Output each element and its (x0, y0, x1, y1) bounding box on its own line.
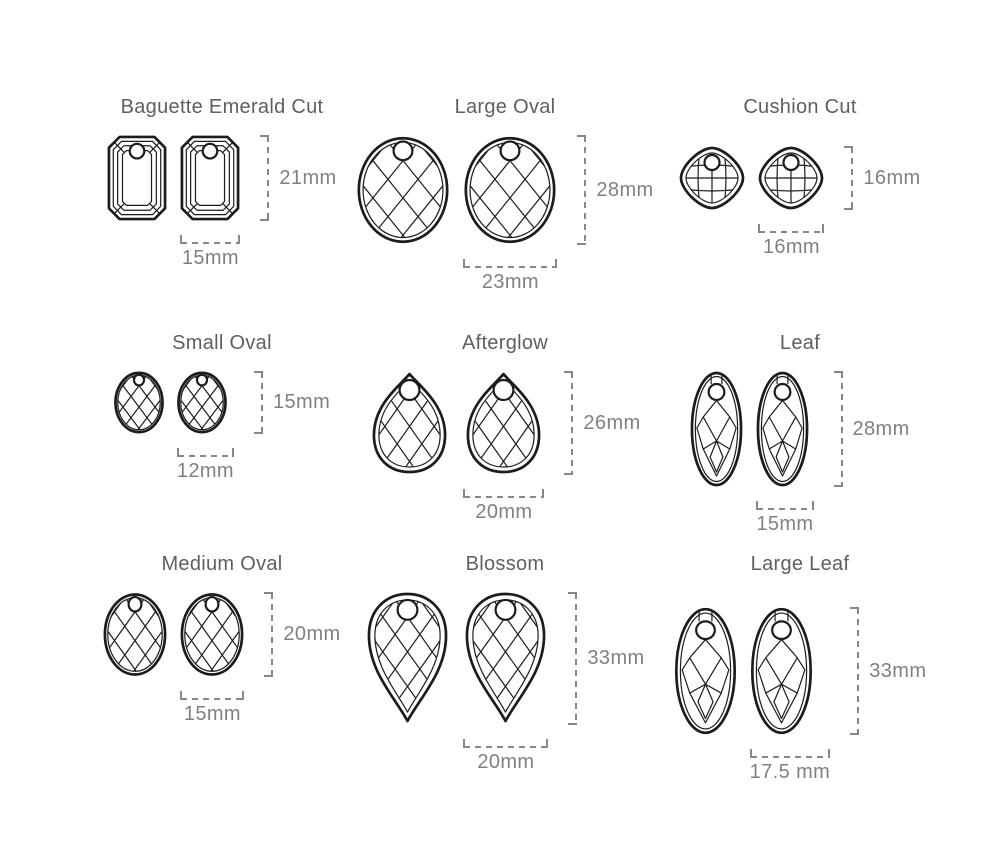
width-dimension-label: 23mm (481, 271, 539, 293)
size-diagram: 33mm 17.5 mm (630, 607, 970, 784)
size-diagram: 26mm 20mm (335, 371, 675, 524)
gem-cut-title: Baguette Emerald Cut (120, 96, 324, 118)
gem-illustration-right (463, 371, 544, 475)
width-dimension-bracket (463, 259, 558, 268)
height-dimension-bracket (577, 135, 587, 245)
height-dimension-label: 28mm (852, 417, 910, 440)
height-dimension-label: 21mm (279, 166, 337, 189)
size-card-blossom: Blossom 33mm 20mm (335, 551, 675, 774)
size-diagram: 33mm 20mm (335, 592, 675, 774)
width-dimension-label: 20mm (477, 751, 535, 773)
size-diagram: 28mm 23mm (335, 135, 675, 294)
gem-illustration-left (369, 371, 450, 475)
gem-illustration-left (674, 607, 736, 735)
height-dimension-label: 15mm (273, 391, 331, 413)
gem-cut-title: Cushion Cut (743, 96, 857, 118)
width-dimension-label: 15mm (181, 247, 239, 269)
size-card-cushion-cut: Cushion Cut 16mm 16mm (630, 94, 970, 259)
height-dimension-label: 26mm (583, 411, 641, 434)
size-card-baguette-emerald-cut: Baguette Emerald Cut 21mm 15mm (52, 94, 392, 270)
height-dimension-bracket (833, 371, 843, 487)
gem-cut-title: Small Oval (172, 332, 272, 354)
gem-illustration-right (758, 146, 824, 210)
gem-cut-title: Large Leaf (750, 553, 850, 575)
gem-illustration-left (108, 135, 167, 221)
width-dimension-label: 15mm (183, 703, 241, 725)
size-diagram: 20mm 15mm (52, 592, 392, 726)
height-dimension-bracket (260, 135, 270, 221)
gem-illustration-left (690, 371, 743, 487)
height-dimension-bracket (568, 592, 578, 725)
width-dimension-bracket (180, 691, 245, 700)
gem-cut-title: Medium Oval (161, 553, 283, 575)
height-dimension-bracket (850, 607, 860, 735)
height-dimension-bracket (264, 592, 274, 677)
height-dimension-bracket (844, 146, 854, 210)
width-dimension-bracket (176, 448, 234, 457)
width-dimension-bracket (463, 739, 549, 748)
height-dimension-bracket (254, 371, 263, 434)
gem-illustration-left (365, 592, 450, 725)
gem-illustration-right (180, 592, 244, 677)
gem-illustration-right (750, 607, 812, 735)
gem-illustration-left (679, 146, 745, 210)
height-dimension-label: 28mm (596, 178, 654, 201)
gem-illustration-right (181, 135, 240, 221)
height-dimension-bracket (564, 371, 574, 475)
size-card-large-oval: Large Oval 28mm 23mm (335, 94, 675, 294)
width-dimension-bracket (463, 489, 545, 498)
gem-illustration-left (114, 371, 164, 434)
height-dimension-label: 33mm (587, 647, 645, 669)
width-dimension-label: 17.5 mm (749, 761, 831, 783)
size-diagram: 28mm 15mm (630, 371, 970, 536)
width-dimension-bracket (758, 224, 825, 233)
size-diagram: 21mm 15mm (52, 135, 392, 270)
size-card-small-oval: Small Oval 15mm 12mm (52, 330, 392, 483)
width-dimension-label: 12mm (176, 460, 234, 482)
size-diagram: 16mm 16mm (630, 146, 970, 259)
gem-cut-title: Blossom (465, 553, 545, 575)
gem-illustration-left (356, 135, 450, 245)
width-dimension-bracket (749, 749, 831, 758)
gem-cut-title: Large Oval (454, 96, 556, 118)
size-card-medium-oval: Medium Oval 20mm 15mm (52, 551, 392, 726)
gem-illustration-right (463, 592, 548, 725)
gem-cut-title: Afterglow (461, 332, 549, 354)
gem-illustration-right (463, 135, 557, 245)
width-dimension-label: 15mm (756, 513, 814, 535)
gem-illustration-left (103, 592, 167, 677)
size-card-afterglow: Afterglow 26mm 20mm (335, 330, 675, 524)
width-dimension-bracket (180, 235, 241, 244)
height-dimension-label: 16mm (863, 166, 921, 189)
height-dimension-label: 33mm (869, 659, 927, 682)
gem-cut-title: Leaf (779, 332, 821, 354)
width-dimension-label: 20mm (475, 501, 533, 523)
height-dimension-label: 20mm (283, 623, 341, 645)
size-card-leaf: Leaf 28mm 15mm (630, 330, 970, 536)
gem-illustration-right (756, 371, 809, 487)
size-diagram: 15mm 12mm (52, 371, 392, 483)
gem-illustration-right (177, 371, 227, 434)
width-dimension-label: 16mm (762, 236, 820, 258)
size-card-large-leaf: Large Leaf 33mm 17.5 mm (630, 551, 970, 784)
width-dimension-bracket (756, 501, 814, 510)
